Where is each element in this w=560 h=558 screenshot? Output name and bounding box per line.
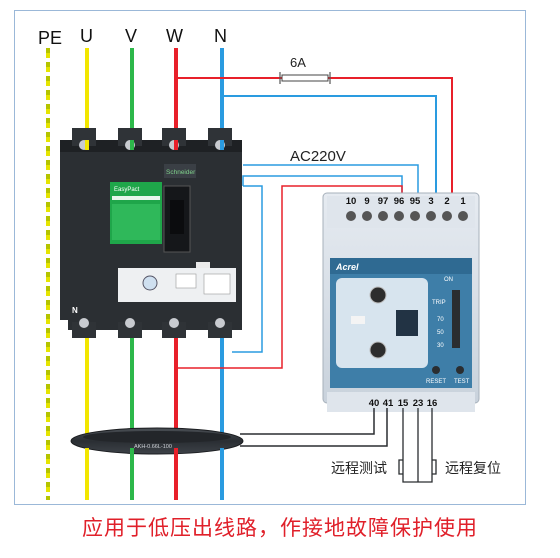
phase-label-pe: PE bbox=[38, 28, 62, 48]
breaker-n-label: N bbox=[72, 306, 78, 315]
top-terminal-97: 97 bbox=[378, 196, 389, 207]
zero-sequence-ct: AKH-0.66L-100 bbox=[70, 427, 244, 455]
delay-knob[interactable] bbox=[369, 341, 387, 359]
relay-scale-70: 70 bbox=[437, 317, 444, 323]
relay-on-label: ON bbox=[444, 277, 453, 283]
top-terminal-95: 95 bbox=[410, 196, 421, 207]
top-terminal-2: 2 bbox=[444, 196, 449, 207]
caption: 应用于低压出线路，作接地故障保护使用 bbox=[82, 516, 478, 540]
reset-button-label: RESET bbox=[426, 379, 446, 385]
w-supply-wire-2 bbox=[328, 77, 453, 196]
top-terminal-10: 10 bbox=[346, 196, 357, 207]
breaker-brand: Schneider bbox=[166, 169, 196, 176]
bottom-terminal-16: 16 bbox=[427, 398, 438, 409]
bottom-terminal-41: 41 bbox=[383, 398, 394, 409]
relay-scale-30: 30 bbox=[437, 343, 444, 349]
remote-reset-label: 远程复位 bbox=[445, 460, 501, 477]
relay-trip-label: TRIP bbox=[432, 300, 446, 306]
ac-supply-wire-a bbox=[243, 164, 419, 196]
top-terminal-96: 96 bbox=[394, 196, 405, 207]
trip-wire-red bbox=[176, 185, 403, 369]
fuse-body bbox=[281, 74, 329, 82]
fuse-label: 6A bbox=[290, 55, 306, 70]
top-terminal-block bbox=[346, 211, 468, 221]
phase-label-u: U bbox=[80, 26, 93, 46]
test-button[interactable] bbox=[456, 366, 464, 374]
trip-wire-blue bbox=[232, 185, 263, 353]
remote-test-label: 远程测试 bbox=[331, 461, 387, 477]
n-supply-wire bbox=[222, 95, 437, 196]
phase-label-n: N bbox=[214, 26, 227, 46]
reset-button[interactable] bbox=[432, 366, 440, 374]
ct-lead-b bbox=[240, 408, 388, 447]
phase-label-v: V bbox=[125, 26, 137, 46]
phase-label-w: W bbox=[166, 26, 183, 46]
bottom-terminal-23: 23 bbox=[413, 398, 424, 409]
test-button-label: TEST bbox=[454, 379, 470, 385]
trip-led-bar bbox=[452, 290, 460, 348]
circuit-breaker: EasyPact Schneider N bbox=[60, 128, 242, 338]
ct-lead-a bbox=[240, 408, 375, 435]
bottom-terminal-40: 40 bbox=[369, 398, 380, 409]
trip-adjust-dial[interactable] bbox=[142, 275, 158, 291]
relay-scale-50: 50 bbox=[437, 330, 444, 336]
sensitivity-knob[interactable] bbox=[369, 286, 387, 304]
top-terminal-9: 9 bbox=[364, 196, 369, 207]
dip-switch[interactable] bbox=[396, 310, 418, 336]
breaker-model: EasyPact bbox=[114, 187, 140, 193]
supply-label: AC220V bbox=[290, 148, 346, 165]
ct-label: AKH-0.66L-100 bbox=[134, 444, 172, 450]
remote-contacts bbox=[398, 408, 437, 483]
residual-current-relay: Acrel ON TRIP 70 50 30 RESET TEST bbox=[322, 192, 480, 412]
bottom-terminal-15: 15 bbox=[398, 398, 409, 409]
top-terminal-1: 1 bbox=[460, 196, 466, 207]
top-terminal-3: 3 bbox=[428, 196, 433, 207]
relay-brand: Acrel bbox=[335, 262, 359, 272]
